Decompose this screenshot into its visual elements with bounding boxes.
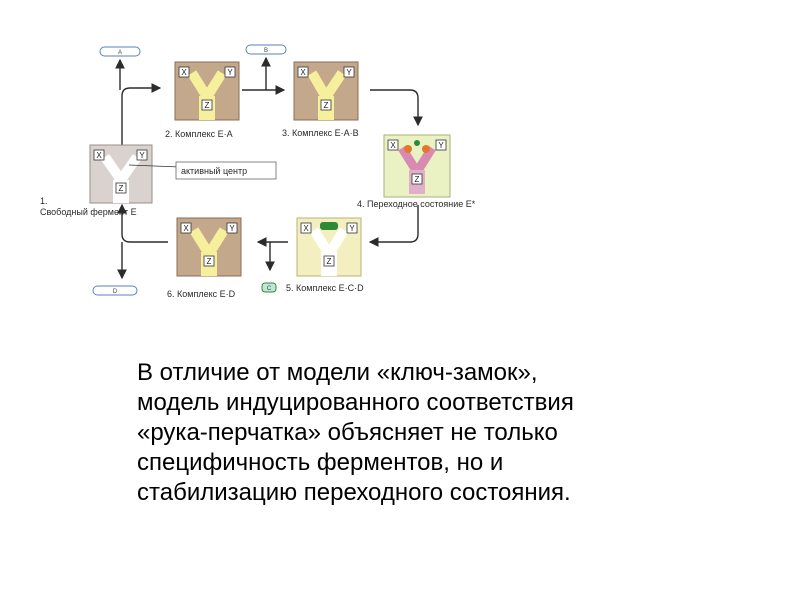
svg-text:Z: Z xyxy=(207,257,212,266)
arrow-transition-to-ecd xyxy=(370,205,418,242)
label-complex-ea: 2. Комплекс E·A xyxy=(165,129,233,139)
svg-text:Y: Y xyxy=(346,68,352,77)
enzyme-complex-ea: X Y Z xyxy=(175,62,239,120)
active-center-label: активный центр xyxy=(181,166,247,176)
label-transition-state: 4. Переходное состояние E* xyxy=(357,199,476,209)
enzyme-free: X Y Z xyxy=(90,145,152,203)
label-complex-ecd: 5. Комплекс E·C·D xyxy=(286,283,364,293)
svg-text:X: X xyxy=(183,224,189,233)
svg-text:Z: Z xyxy=(327,257,332,266)
caption-line: стабилизацию переходного состояния. xyxy=(137,478,757,508)
svg-text:X: X xyxy=(300,68,306,77)
label-free-enzyme: Свободный фермент E xyxy=(40,207,137,217)
svg-text:Y: Y xyxy=(438,141,444,150)
label-complex-eab: 3. Комплекс E·A·B xyxy=(282,128,359,138)
arrow-eab-to-transition xyxy=(370,90,418,125)
substrate-tab-b: B xyxy=(246,45,286,54)
svg-text:Z: Z xyxy=(205,101,210,110)
substrate-tab-a: A xyxy=(100,47,140,56)
enzyme-complex-ecd: X Y Z xyxy=(297,218,361,276)
svg-text:X: X xyxy=(96,151,102,160)
arrow-free-to-ea xyxy=(122,88,160,145)
caption-line: модель индуцированного соответствия xyxy=(137,388,757,418)
enzyme-complex-eab: X Y Z xyxy=(294,62,358,120)
svg-text:Y: Y xyxy=(139,151,145,160)
svg-text:Z: Z xyxy=(415,175,420,184)
label-free-number: 1. xyxy=(40,196,48,206)
svg-text:X: X xyxy=(390,141,396,150)
label-complex-ed: 6. Комплекс E·D xyxy=(167,289,236,299)
caption-line: «рука-перчатка» объясняет не только xyxy=(137,418,757,448)
enzyme-transition-state: X Y Z xyxy=(384,135,450,197)
svg-text:D: D xyxy=(113,289,118,295)
svg-text:Y: Y xyxy=(349,224,355,233)
product-tab-d: D xyxy=(93,286,137,295)
svg-text:B: B xyxy=(264,48,268,54)
enzyme-complex-ed: X Y Z xyxy=(177,218,241,276)
svg-text:C: C xyxy=(267,286,272,292)
induced-fit-diagram: A B C D X Y Z 1. Свободный фермент E акт… xyxy=(0,0,800,320)
caption-line: В отличие от модели «ключ-замок», xyxy=(137,358,757,388)
svg-text:Z: Z xyxy=(119,184,124,193)
svg-text:X: X xyxy=(303,224,309,233)
svg-text:A: A xyxy=(118,50,122,56)
product-tab-c: C xyxy=(262,283,276,292)
svg-text:Y: Y xyxy=(229,224,235,233)
caption-line: специфичность ферментов, но и xyxy=(137,448,757,478)
caption-text: В отличие от модели «ключ-замок», модель… xyxy=(137,358,757,508)
svg-text:Y: Y xyxy=(227,68,233,77)
svg-text:X: X xyxy=(181,68,187,77)
svg-text:Z: Z xyxy=(324,101,329,110)
